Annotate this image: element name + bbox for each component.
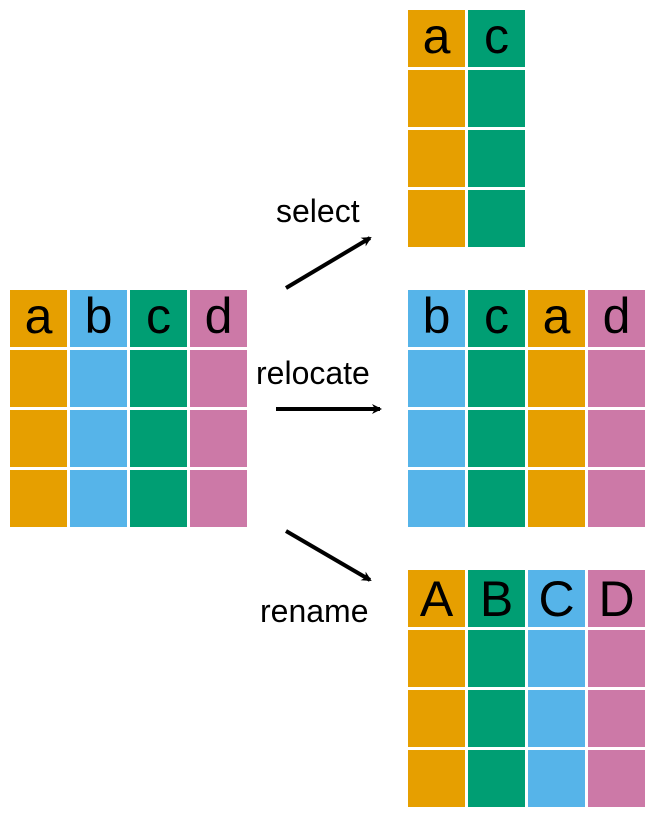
table-cell: [468, 630, 525, 687]
column-header-A: A: [408, 570, 465, 627]
rename-arrow: [284, 529, 372, 582]
table-cell: [588, 750, 645, 807]
table-cell: [408, 130, 465, 187]
table-cell: [468, 70, 525, 127]
table-cell: [10, 470, 67, 527]
select-arrow: [284, 236, 372, 290]
table-cell: [130, 470, 187, 527]
table-cell: [10, 410, 67, 467]
select-label: select: [276, 193, 360, 229]
column-header-d: d: [190, 290, 247, 347]
table-cell: [408, 70, 465, 127]
rename-label: rename: [260, 593, 369, 629]
table-cell: [528, 410, 585, 467]
table-cell: [408, 690, 465, 747]
table-cell: [468, 350, 525, 407]
table-cell: [408, 190, 465, 247]
relocate-label: relocate: [256, 355, 370, 391]
table-cell: [10, 350, 67, 407]
table-cell: [408, 630, 465, 687]
column-header-c: c: [130, 290, 187, 347]
column-header-d: d: [588, 290, 645, 347]
column-header-b: b: [70, 290, 127, 347]
table-cell: [468, 470, 525, 527]
column-header-C: C: [528, 570, 585, 627]
table-cell: [408, 350, 465, 407]
table-cell: [528, 470, 585, 527]
table-cell: [468, 690, 525, 747]
table-cell: [468, 130, 525, 187]
table-cell: [588, 690, 645, 747]
column-header-B: B: [468, 570, 525, 627]
column-header-c: c: [468, 10, 525, 67]
table-cell: [408, 750, 465, 807]
table-cell: [588, 470, 645, 527]
table-cell: [130, 410, 187, 467]
column-header-D: D: [588, 570, 645, 627]
column-header-c: c: [468, 290, 525, 347]
table-cell: [70, 350, 127, 407]
table-cell: [588, 350, 645, 407]
table-cell: [588, 410, 645, 467]
table-cell: [528, 750, 585, 807]
table-cell: [190, 350, 247, 407]
table-cell: [70, 410, 127, 467]
table-cell: [528, 630, 585, 687]
table-cell: [468, 410, 525, 467]
column-header-b: b: [408, 290, 465, 347]
table-cell: [408, 470, 465, 527]
table-cell: [528, 690, 585, 747]
table-cell: [408, 410, 465, 467]
table-cell: [190, 410, 247, 467]
table-cell: [70, 470, 127, 527]
column-header-a: a: [528, 290, 585, 347]
table-cell: [468, 190, 525, 247]
column-header-a: a: [10, 290, 67, 347]
table-cell: [190, 470, 247, 527]
table-cell: [528, 350, 585, 407]
column-header-a: a: [408, 10, 465, 67]
table-cell: [588, 630, 645, 687]
table-cell: [468, 750, 525, 807]
table-cell: [130, 350, 187, 407]
